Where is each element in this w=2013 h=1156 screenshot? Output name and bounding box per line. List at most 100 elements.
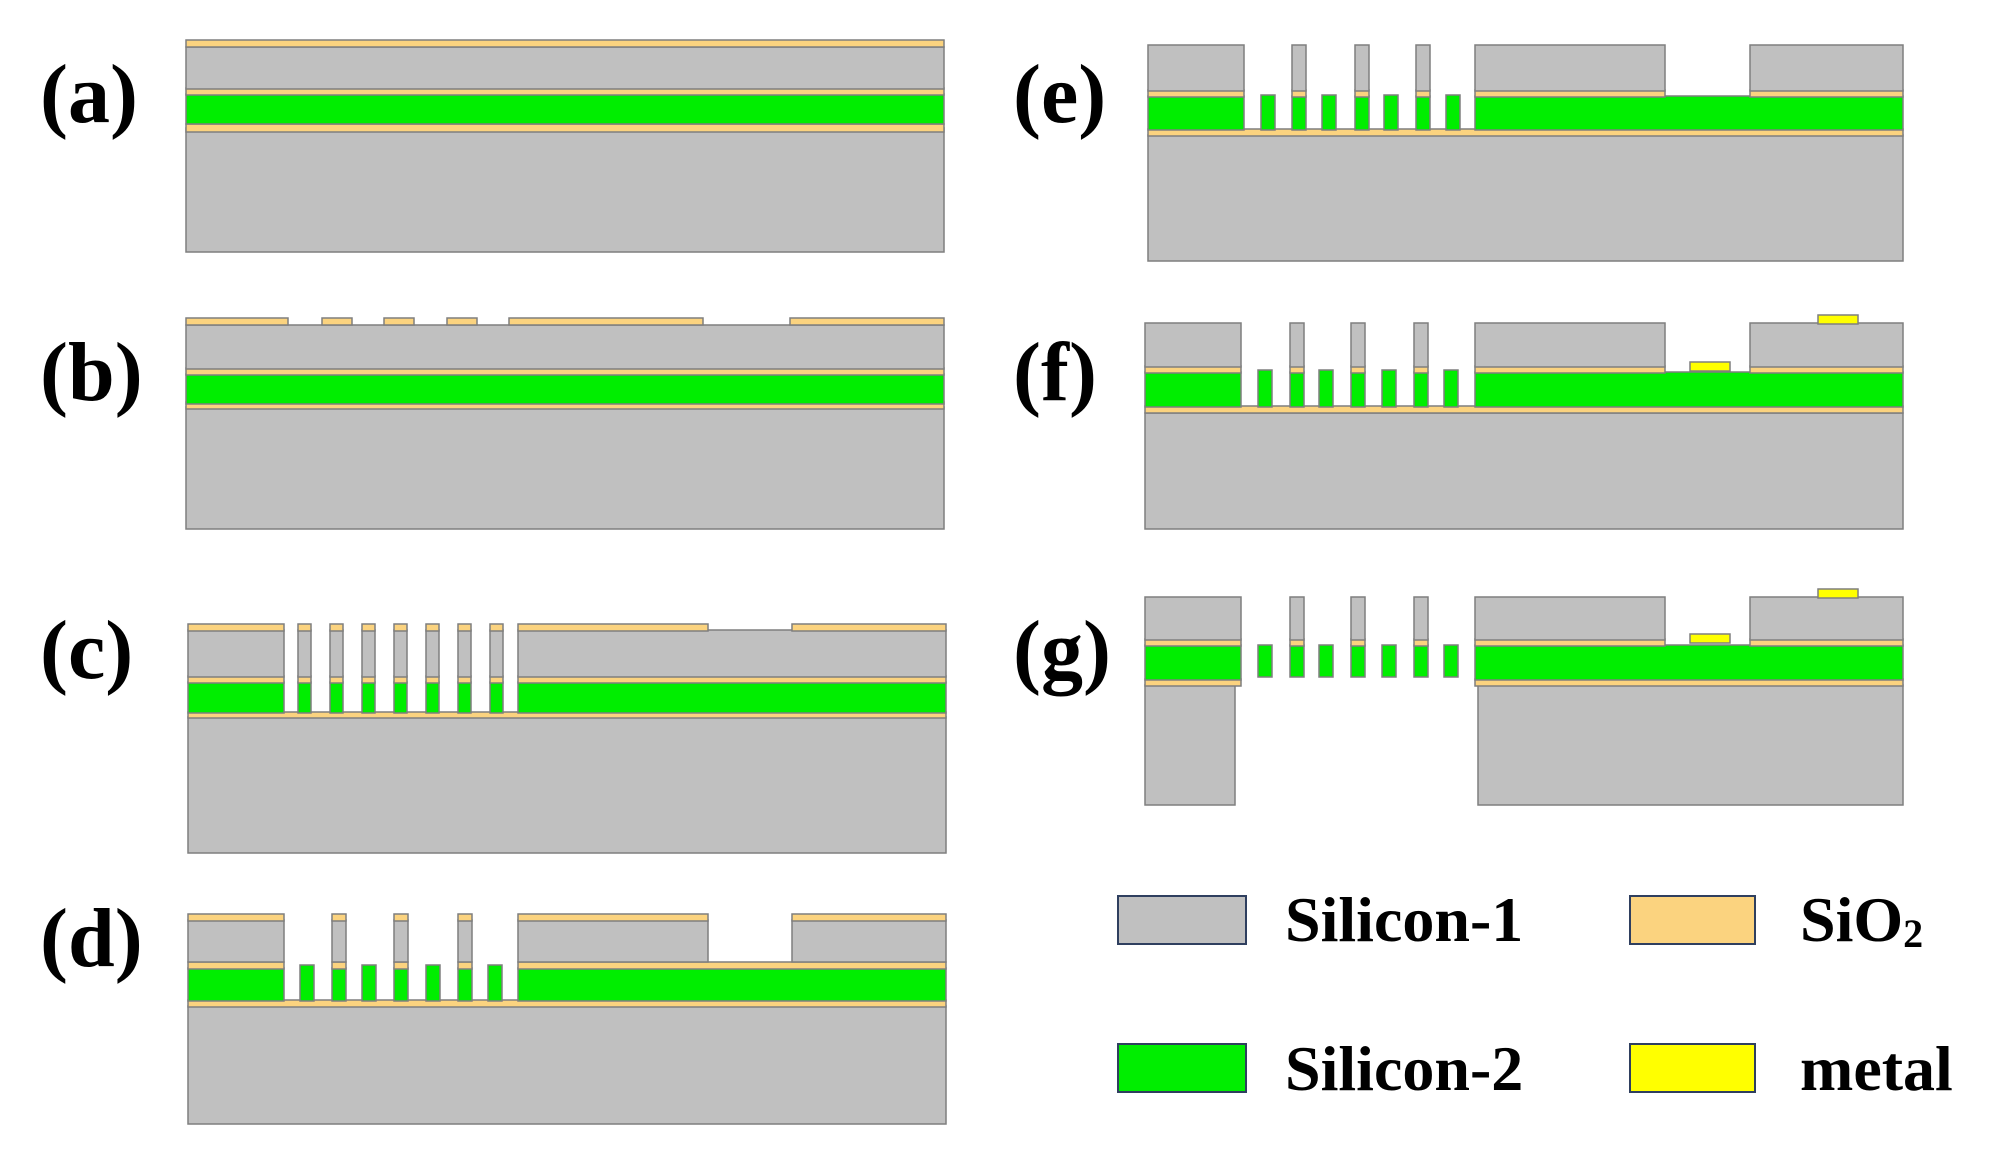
legend-swatch-silicon-2 (1117, 1043, 1247, 1093)
tall-finger-oxide (393, 961, 409, 970)
finger-silicon (361, 629, 376, 678)
short-finger (1381, 644, 1397, 678)
legend-label-sio2: SiO2 (1800, 884, 1923, 956)
finger-mask (361, 623, 376, 632)
top-silicon-right-a (517, 919, 709, 963)
panel-label-b: (b) (40, 326, 143, 419)
mask-left (187, 913, 285, 922)
finger-device (489, 681, 504, 714)
tall-finger-mask (457, 913, 473, 922)
panel-label-a: (a) (40, 48, 138, 141)
short-finger (487, 964, 503, 1002)
short-finger (1445, 94, 1461, 131)
short-finger (425, 964, 441, 1002)
top-silicon-right-b (1749, 322, 1904, 368)
legend-swatch-metal (1629, 1043, 1756, 1093)
finger-mask (329, 623, 344, 632)
substrate (185, 406, 945, 530)
finger-device (425, 681, 440, 714)
tall-finger-device (1354, 95, 1370, 131)
device-layer (185, 373, 945, 405)
tall-finger-silicon (1413, 322, 1429, 368)
tall-finger-mask (393, 913, 409, 922)
short-finger (299, 964, 315, 1002)
mask-segment (185, 317, 289, 326)
tall-finger-silicon (1413, 596, 1429, 641)
substrate (185, 127, 945, 253)
mask-segment (321, 317, 353, 326)
tall-finger-device (331, 967, 347, 1002)
top-silicon-right-a (1474, 322, 1666, 368)
tall-finger-silicon (1350, 596, 1366, 641)
device-layer (185, 93, 945, 125)
short-finger (1443, 644, 1459, 678)
mask-right-a (517, 913, 709, 922)
panel-label-f: (f) (1013, 326, 1097, 419)
mask-left (187, 623, 285, 632)
short-finger (361, 964, 377, 1002)
mask-right-a (517, 623, 709, 632)
mask-segment (446, 317, 478, 326)
device-block-right (1474, 371, 1904, 408)
finger-silicon (457, 629, 472, 678)
finger-silicon (297, 629, 312, 678)
top-silicon-left (187, 629, 285, 678)
finger-silicon (489, 629, 504, 678)
cross-section-b (185, 317, 945, 530)
tall-finger-device (1413, 371, 1429, 408)
substrate (187, 716, 947, 854)
substrate (1147, 134, 1904, 262)
top-silicon-left (1147, 44, 1245, 92)
cross-section-e (1147, 44, 1904, 262)
device-block-left (1147, 95, 1245, 131)
panel-label-d: (d) (40, 892, 143, 985)
cross-section-d (187, 913, 947, 1125)
top-silicon-right-a (1474, 596, 1666, 641)
short-finger (1381, 369, 1397, 408)
tall-finger-device (1289, 371, 1305, 408)
top-silicon-right-b (791, 919, 947, 963)
substrate-right (1477, 684, 1904, 806)
buried-oxide (185, 123, 945, 133)
short-finger (1321, 94, 1337, 131)
top-oxide (185, 39, 945, 48)
finger-silicon (393, 629, 408, 678)
top-silicon-left (1144, 322, 1242, 368)
device-block-left (1144, 644, 1242, 681)
device-block-right (1474, 644, 1904, 681)
mask-right-b (791, 913, 947, 922)
panel-label-e: (e) (1013, 48, 1106, 141)
device-block-left (187, 967, 285, 1002)
finger-device (457, 681, 472, 714)
panel-label-c: (c) (40, 604, 133, 697)
tall-finger-silicon (1354, 44, 1370, 92)
finger-device (297, 681, 312, 714)
legend-swatch-silicon-1 (1117, 895, 1247, 945)
top-silicon (185, 324, 945, 370)
tall-finger-silicon (457, 919, 473, 963)
tall-finger-device (393, 967, 409, 1002)
cross-section-g (1144, 588, 1904, 806)
cross-section-c (187, 623, 947, 854)
tall-finger-device (1413, 644, 1429, 678)
top-silicon (185, 46, 945, 90)
short-finger (1260, 94, 1276, 131)
legend-label-silicon-2: Silicon-2 (1285, 1033, 1523, 1104)
tall-finger-oxide (457, 961, 473, 970)
mask-segment (508, 317, 704, 326)
tall-finger-device (1350, 371, 1366, 408)
substrate (187, 1005, 947, 1125)
tall-finger-device (1291, 95, 1307, 131)
oxide-left (187, 961, 285, 970)
tall-finger-silicon (1350, 322, 1366, 368)
short-finger (1318, 644, 1334, 678)
panel-label-g: (g) (1013, 604, 1111, 697)
short-finger (1383, 94, 1399, 131)
tall-finger-oxide (331, 961, 347, 970)
tall-finger-device (1289, 644, 1305, 678)
device-block-right (517, 681, 947, 714)
device-block-left (1144, 371, 1242, 408)
tall-finger-mask (331, 913, 347, 922)
tall-finger-device (457, 967, 473, 1002)
top-silicon-left (187, 919, 285, 963)
